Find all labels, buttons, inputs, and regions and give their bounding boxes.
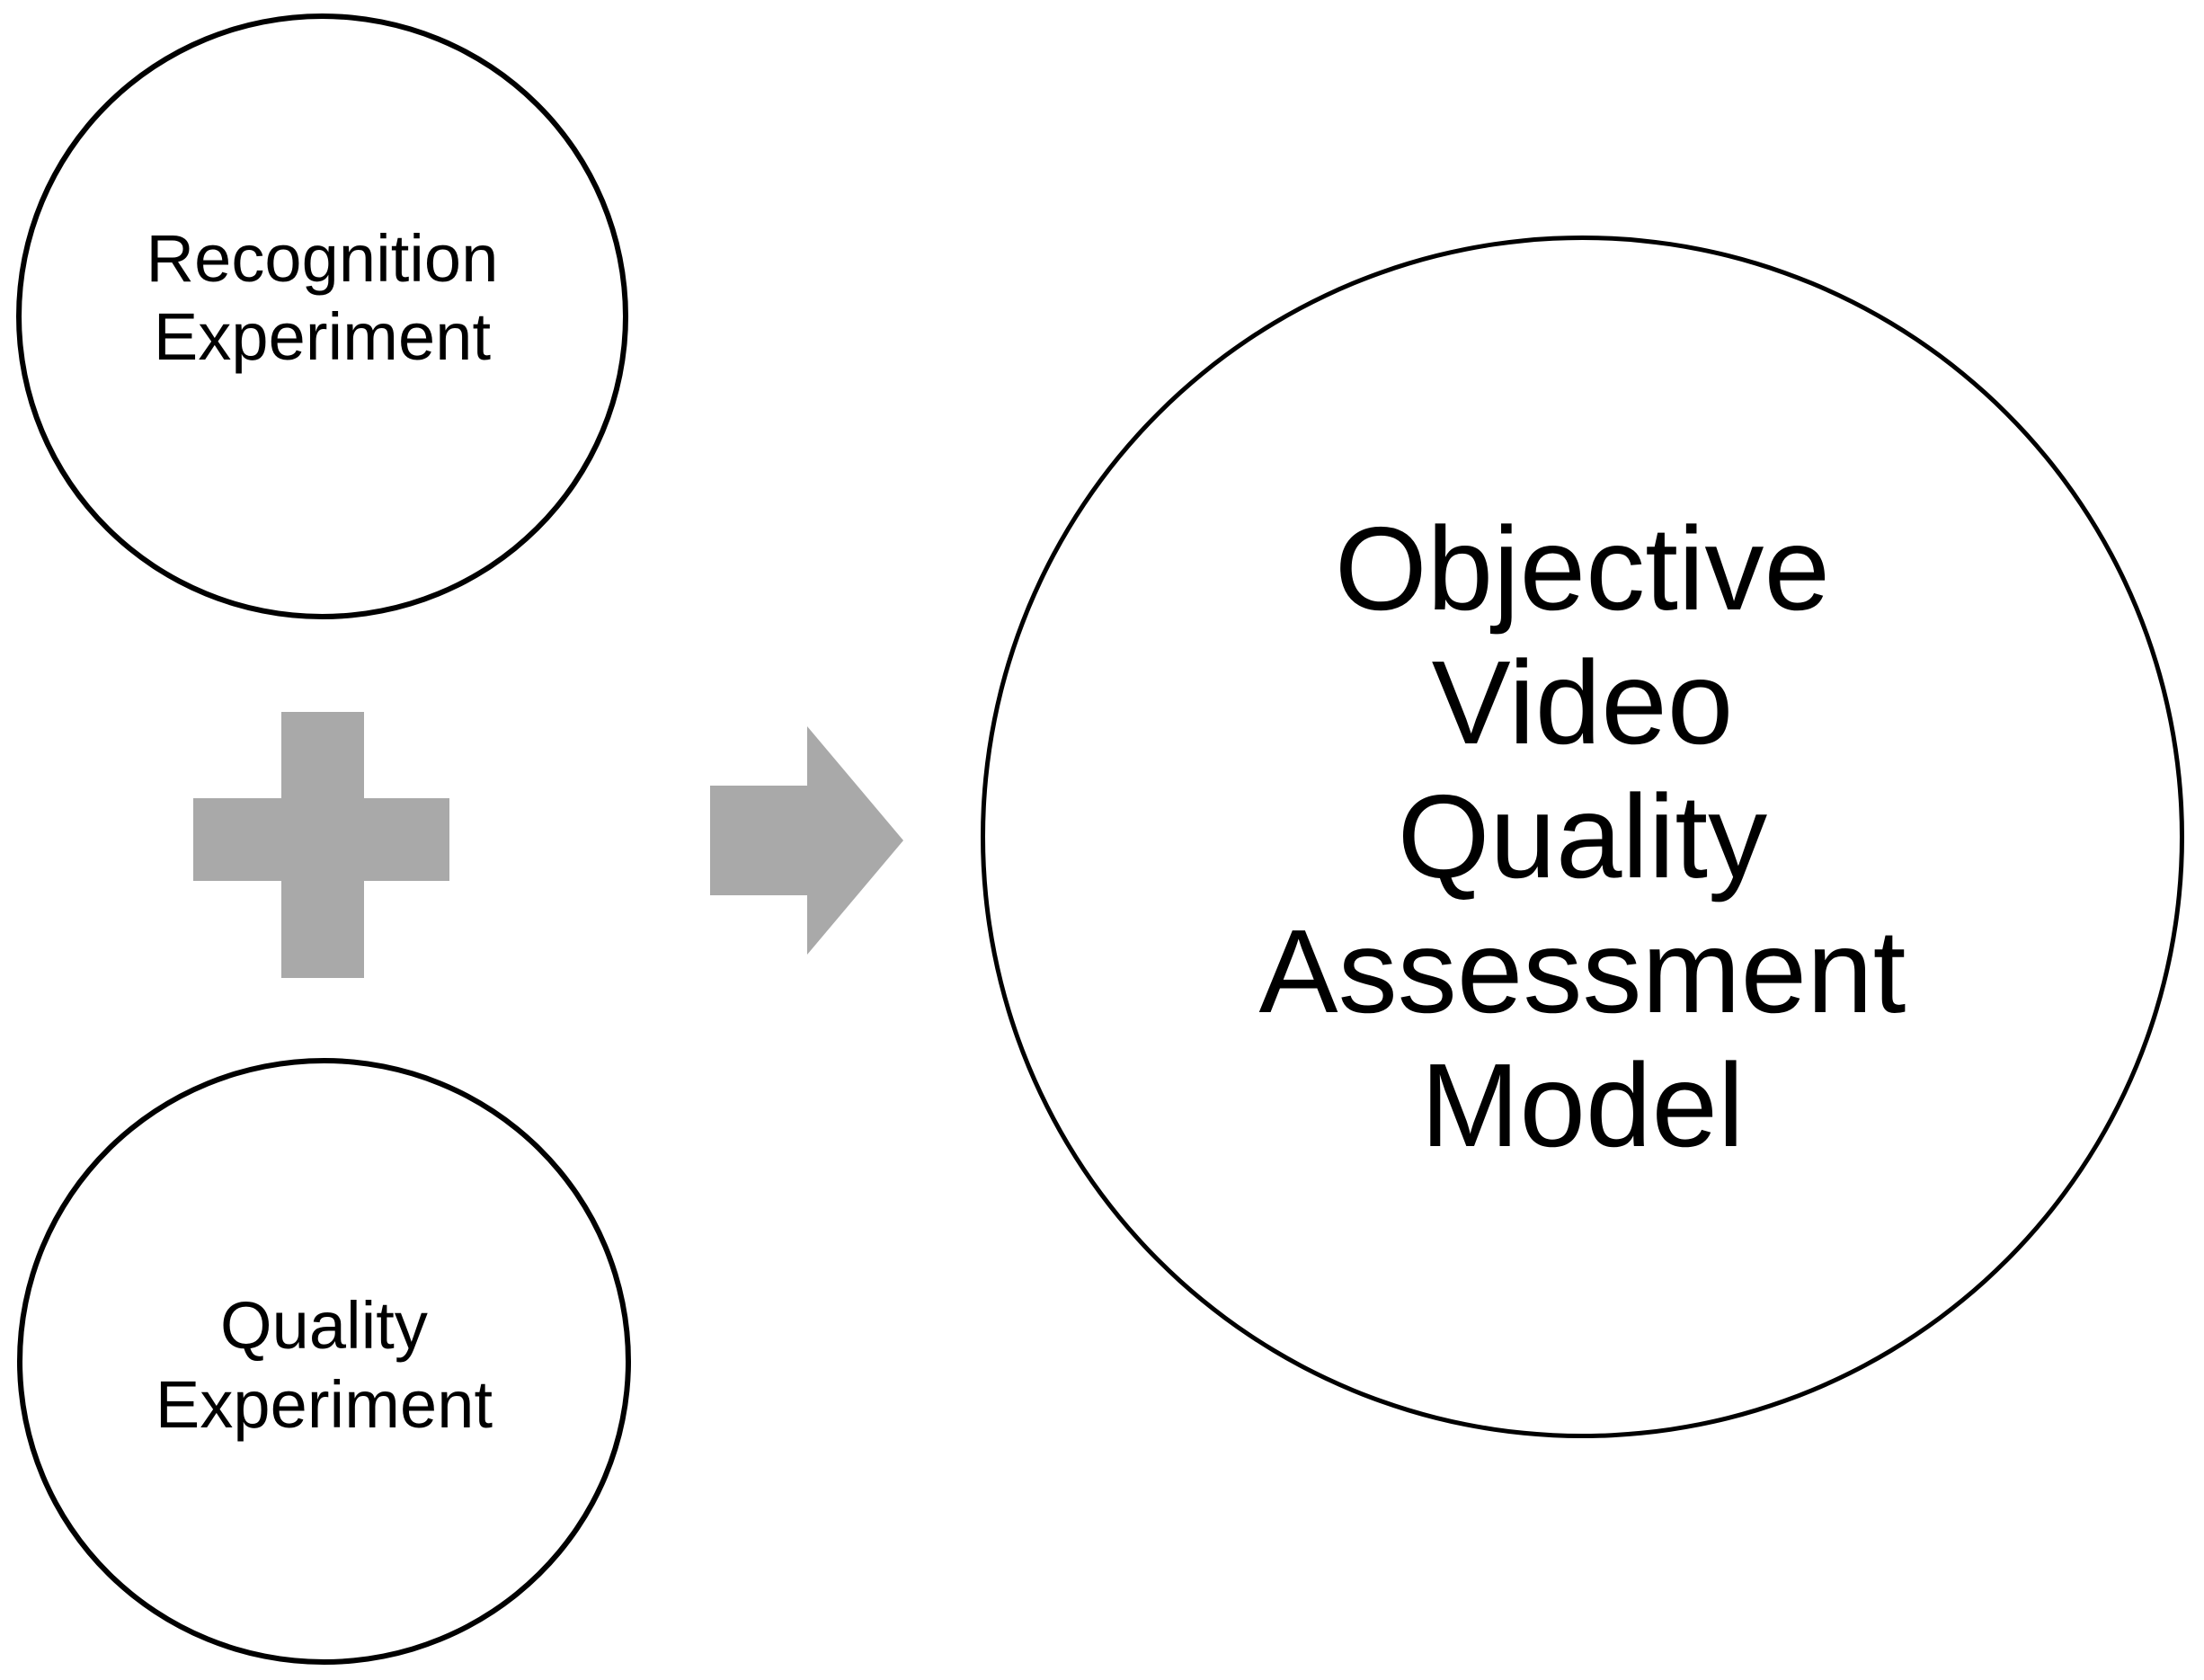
node-objective-video-quality-assessment-model-label: Objective Video Quality Assessment Model	[1258, 502, 1906, 1171]
node-recognition-experiment: Recognition Experiment	[16, 13, 628, 619]
right-arrow-shape	[710, 726, 903, 955]
plus-icon	[193, 712, 449, 978]
node-quality-experiment-label: Quality Experiment	[155, 1288, 493, 1442]
right-arrow-icon	[710, 726, 903, 955]
node-objective-video-quality-assessment-model: Objective Video Quality Assessment Model	[981, 236, 2184, 1438]
node-quality-experiment: Quality Experiment	[17, 1058, 631, 1665]
plus-icon-horizontal-bar	[193, 798, 449, 881]
node-recognition-experiment-label: Recognition Experiment	[146, 220, 499, 374]
